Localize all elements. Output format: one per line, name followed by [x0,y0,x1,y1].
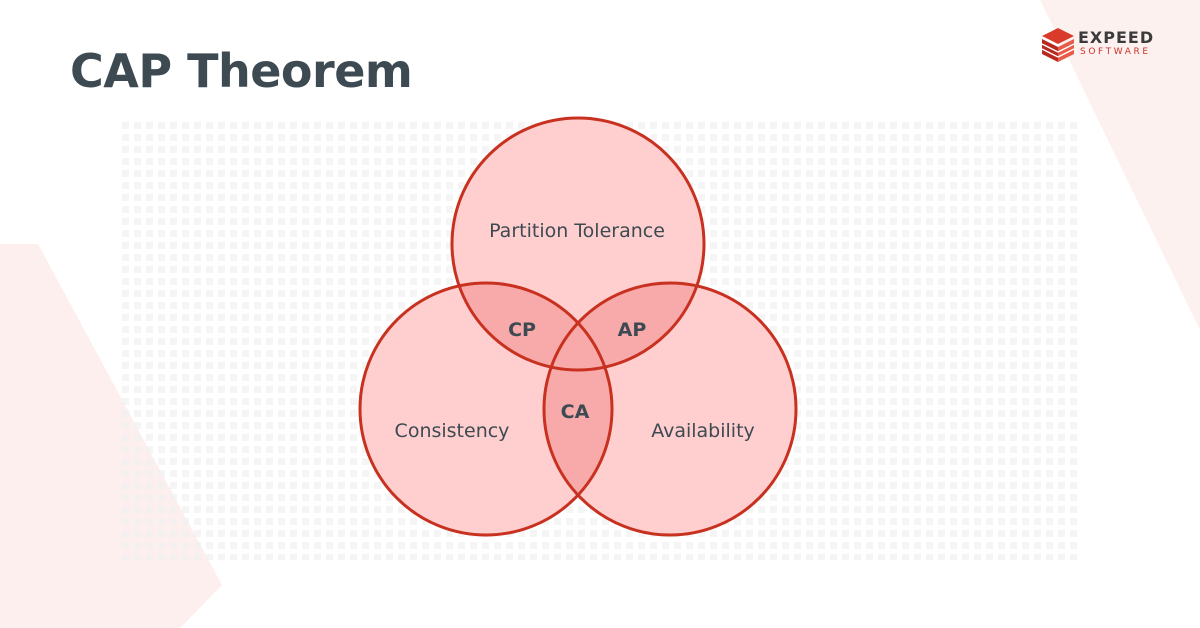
label-partition-tolerance: Partition Tolerance [489,220,665,242]
brand-logo: EXPEED SOFTWARE [1040,26,1170,66]
brand-tagline: SOFTWARE [1080,47,1151,57]
overlap-cp [452,283,612,370]
label-ap: AP [618,319,647,341]
label-availability: Availability [651,420,755,442]
label-ca: CA [561,401,590,423]
brand-name: EXPEED [1078,28,1155,47]
label-consistency: Consistency [395,420,510,442]
page-title: CAP Theorem [70,44,413,98]
logo-cube-icon [1041,28,1075,62]
outline-availability [542,281,798,537]
outline-partition-tolerance [450,116,706,372]
outline-consistency [358,281,614,537]
overlap-ap [544,283,704,370]
label-cp: CP [508,319,536,341]
venn-circles [358,116,798,537]
